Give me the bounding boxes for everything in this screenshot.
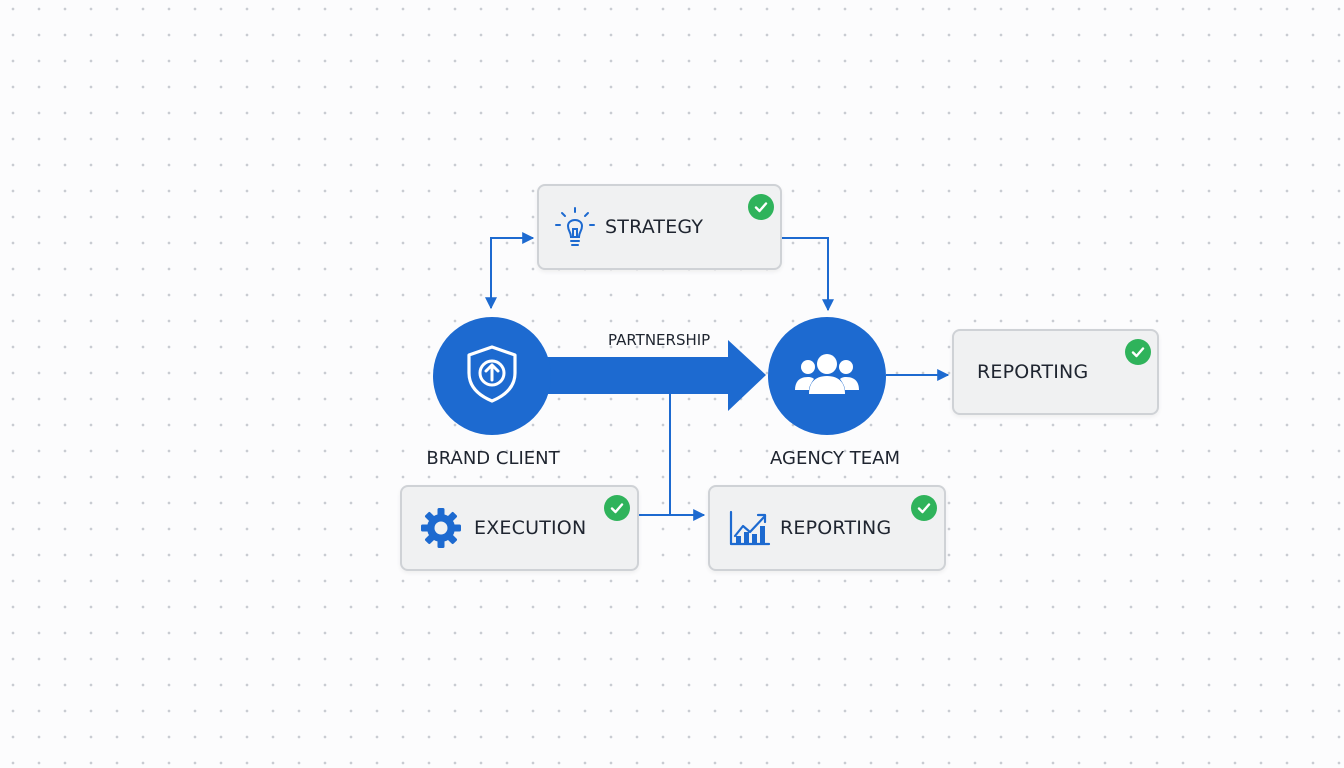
check-icon: [911, 495, 937, 521]
check-icon: [1125, 339, 1151, 365]
team-icon: [793, 350, 861, 402]
connector-brand-strategy: [485, 232, 535, 310]
shield-arrow-up-icon: [462, 343, 522, 409]
partnership-arrow: [540, 340, 766, 411]
lightbulb-icon: [551, 204, 599, 250]
reporting-card-bottom[interactable]: REPORTING: [708, 485, 946, 571]
gear-icon: [418, 506, 464, 550]
agency-team-node[interactable]: [768, 317, 886, 435]
reporting-card-top[interactable]: REPORTING: [952, 329, 1159, 415]
strategy-card[interactable]: STRATEGY: [537, 184, 782, 270]
brand-client-label: BRAND CLIENT: [426, 448, 560, 469]
partnership-label: PARTNERSHIP: [608, 331, 711, 349]
agency-team-label: AGENCY TEAM: [770, 448, 900, 469]
reporting-bottom-label: REPORTING: [780, 517, 892, 539]
check-icon: [748, 194, 774, 220]
strategy-label: STRATEGY: [605, 216, 704, 238]
brand-client-node[interactable]: [433, 317, 551, 435]
bar-chart-icon: [726, 508, 772, 548]
check-icon: [604, 495, 630, 521]
connector-strategy-agency: [782, 237, 834, 312]
reporting-top-label: REPORTING: [977, 361, 1089, 383]
execution-card[interactable]: EXECUTION: [400, 485, 639, 571]
execution-label: EXECUTION: [474, 517, 587, 539]
